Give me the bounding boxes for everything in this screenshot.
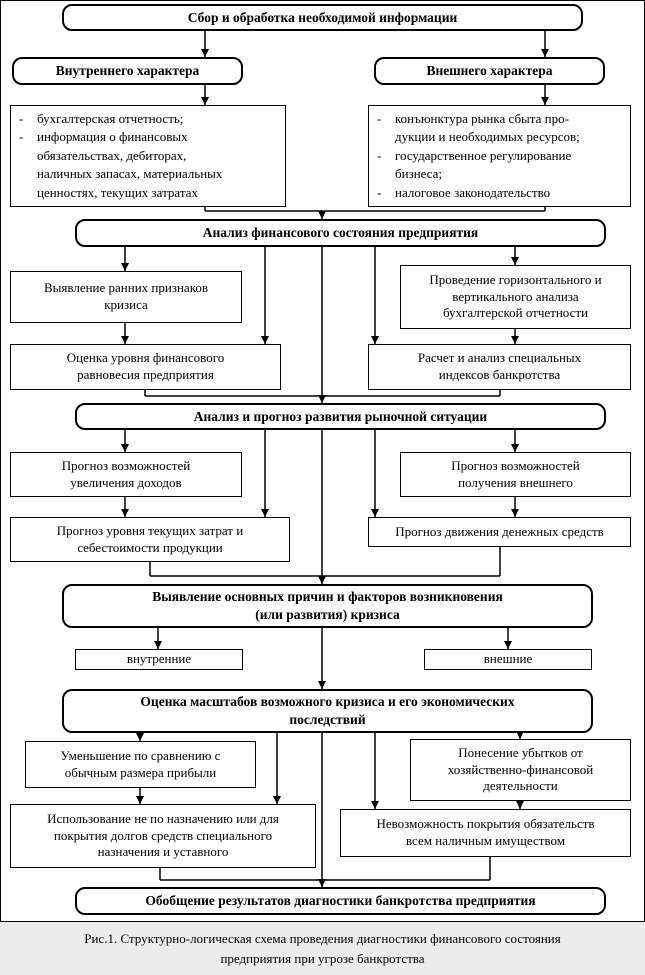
dash-marker: -	[377, 184, 382, 200]
list-item-text: налоговое законодательство	[395, 184, 551, 200]
dash-marker: -	[19, 129, 24, 145]
box-costs-forecast-text: Прогноз уровня текущих затрат и себестои…	[56, 522, 244, 555]
box-market-forecast: Анализ и прогноз развития рыночной ситуа…	[75, 403, 606, 430]
box-profit-decrease-text: Уменьшение по сравнению с обычным размер…	[60, 747, 221, 780]
box-external-character: Внешнего характера	[374, 57, 605, 85]
box-financial-equilibrium: Оценка уровня финансового равновесия пре…	[10, 344, 281, 390]
box-financial-analysis-text: Анализ финансового состояния предприятия	[202, 225, 479, 241]
box-misuse-of-funds-text: Использование не по назначению или для п…	[47, 810, 279, 860]
list-item: - информация о финансовых обязательствах…	[19, 128, 279, 202]
list-item: - налоговое законодательство	[377, 184, 624, 202]
dash-marker: -	[377, 147, 382, 163]
dash-marker: -	[377, 111, 382, 126]
box-external-financing-forecast-text: Прогноз возможностей получения внешнего	[451, 457, 580, 490]
box-bankruptcy-indexes: Расчет и анализ специальных индексов бан…	[368, 344, 631, 390]
box-insolvency: Невозможность покрытия обязательств всем…	[340, 809, 631, 857]
box-income-forecast: Прогноз возможностей увеличения доходов	[10, 452, 242, 497]
box-losses-text: Понесение убытков от хозяйственно-финанс…	[447, 744, 594, 794]
box-internal-character: Внутреннего характера	[12, 57, 243, 85]
box-crisis-scale-text: Оценка масштабов возможного кризиса и ег…	[140, 694, 515, 727]
figure-caption: Рис.1. Структурно-логическая схема прове…	[0, 922, 645, 975]
box-bankruptcy-indexes-text: Расчет и анализ специальных индексов бан…	[417, 350, 582, 382]
box-profit-decrease: Уменьшение по сравнению с обычным размер…	[25, 741, 256, 788]
box-early-signs: Выявление ранних признаков кризиса	[10, 271, 242, 323]
box-horizontal-vertical-analysis-text: Проведение горизонтального и вертикально…	[429, 271, 602, 321]
box-income-forecast-text: Прогноз возможностей увеличения доходов	[61, 457, 191, 490]
box-diagnostics-summary: Обобщение результатов диагностики банкро…	[75, 887, 606, 915]
figure-caption-text: Рис.1. Структурно-логическая схема прове…	[84, 931, 561, 966]
list-item-text: бухгалтерская отчетность;	[37, 111, 184, 126]
list-item: - конъюнктура рынка сбыта про- дукции и …	[377, 110, 624, 147]
box-cashflow-forecast-text: Прогноз движения денежных средств	[395, 523, 604, 539]
list-item-text: государственное регулирование бизнеса;	[395, 147, 572, 182]
box-losses: Понесение убытков от хозяйственно-финанс…	[410, 739, 631, 801]
box-insolvency-text: Невозможность покрытия обязательств всем…	[376, 816, 595, 848]
box-crisis-scale: Оценка масштабов возможного кризиса и ег…	[62, 689, 593, 733]
box-market-forecast-text: Анализ и прогноз развития рыночной ситуа…	[193, 408, 488, 424]
box-collect-info-text: Сбор и обработка необходимой информации	[187, 9, 458, 25]
box-diagnostics-summary-text: Обобщение результатов диагностики банкро…	[145, 893, 536, 909]
box-internal-factors-text: внутренние	[126, 651, 192, 667]
box-financial-analysis: Анализ финансового состояния предприятия	[75, 219, 606, 247]
box-cashflow-forecast: Прогноз движения денежных средств	[368, 517, 631, 547]
box-external-factors: внешние	[424, 649, 592, 670]
box-misuse-of-funds: Использование не по назначению или для п…	[10, 804, 316, 868]
box-internal-factors: внутренние	[75, 649, 243, 670]
list-item: - бухгалтерская отчетность;	[19, 110, 279, 128]
list-item: - государственное регулирование бизнеса;	[377, 147, 624, 184]
box-external-factors-text: внешние	[483, 651, 533, 667]
box-crisis-causes: Выявление основных причин и факторов воз…	[62, 584, 593, 628]
box-costs-forecast: Прогноз уровня текущих затрат и себестои…	[10, 517, 290, 562]
box-financial-equilibrium-text: Оценка уровня финансового равновесия пре…	[66, 350, 225, 382]
box-internal-sources: - бухгалтерская отчетность; - информация…	[10, 105, 286, 207]
box-external-character-text: Внешнего характера	[426, 63, 553, 79]
box-crisis-causes-text: Выявление основных причин и факторов воз…	[152, 589, 503, 622]
box-external-financing-forecast: Прогноз возможностей получения внешнего	[400, 452, 631, 497]
list-item-text: информация о финансовых обязательствах, …	[37, 129, 223, 200]
box-external-sources: - конъюнктура рынка сбыта про- дукции и …	[368, 105, 631, 207]
box-collect-info: Сбор и обработка необходимой информации	[62, 4, 583, 31]
box-horizontal-vertical-analysis: Проведение горизонтального и вертикально…	[400, 265, 631, 329]
box-internal-character-text: Внутреннего характера	[55, 63, 200, 79]
list-item-text: конъюнктура рынка сбыта про- дукции и не…	[395, 111, 580, 145]
dash-marker: -	[19, 111, 24, 126]
box-early-signs-text: Выявление ранних признаков кризиса	[43, 280, 208, 312]
flow-arrows	[121, 31, 549, 887]
